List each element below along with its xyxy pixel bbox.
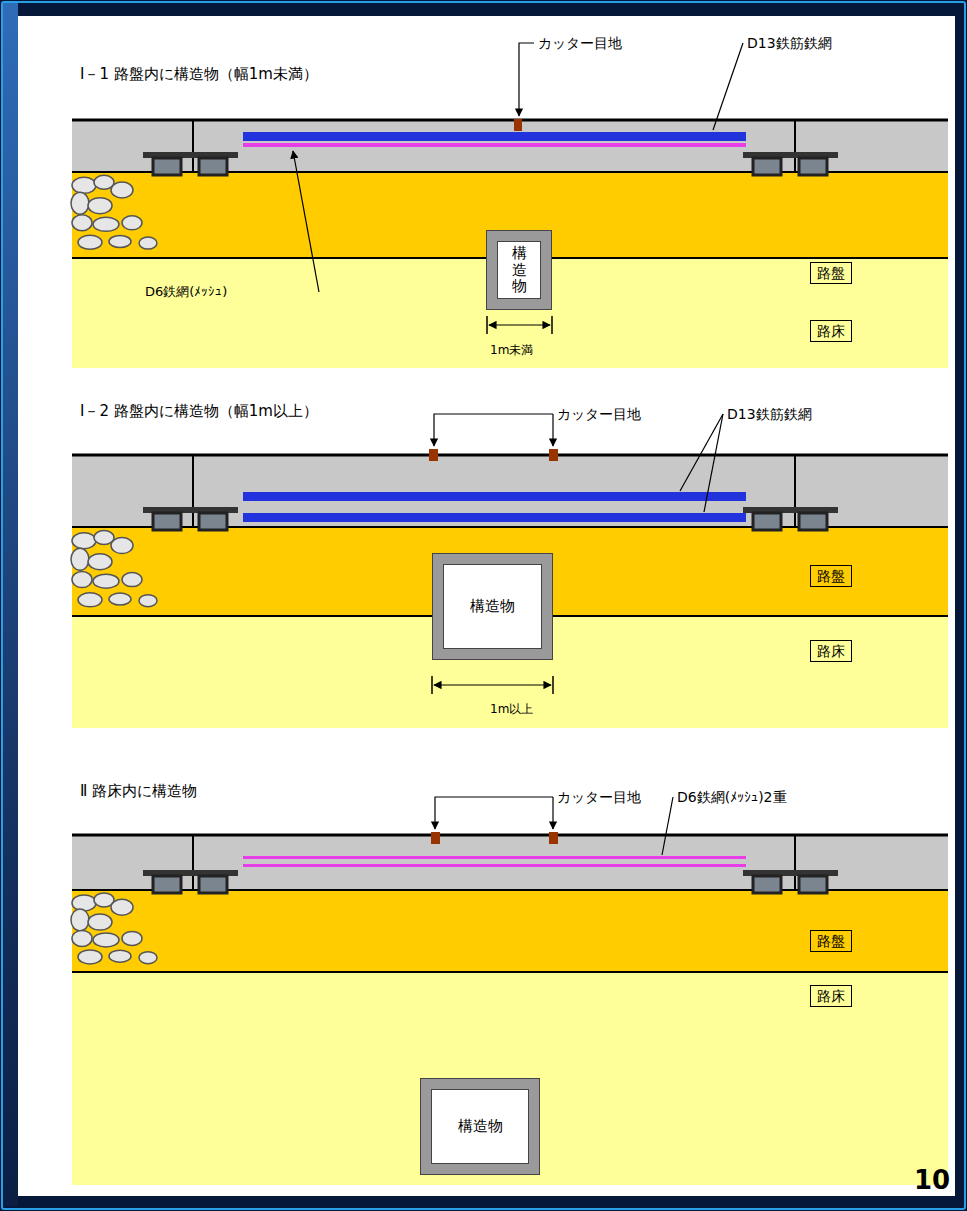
rubble-stone: [71, 192, 89, 214]
rubble-stone: [71, 548, 89, 570]
layer-label-box: 路床: [810, 985, 852, 1007]
rubble-stone: [139, 952, 157, 964]
rail-tie-group: [143, 152, 838, 893]
layer-label-box: 路床: [810, 320, 852, 342]
structure-label: 構造物: [470, 597, 515, 616]
tie-block: [153, 876, 181, 893]
rubble-stone: [78, 950, 102, 964]
rubble-stone: [111, 899, 133, 915]
callout-text: D6鉄網(ﾒｯｼｭ): [145, 285, 227, 300]
callout-text: D6鉄網(ﾒｯｼｭ)2重: [677, 789, 787, 805]
rubble-stone: [122, 931, 142, 945]
rubble-stone: [93, 217, 119, 231]
rubble-stone: [72, 215, 92, 231]
rubble-stone: [88, 198, 112, 214]
callout-text: カッター目地: [557, 406, 641, 422]
section-title: Ⅰ－2 路盤内に構造物（幅1m以上）: [80, 403, 318, 420]
structure-hollow: 構造物: [443, 564, 542, 649]
dimension-text: 1m未満: [490, 344, 533, 358]
tie-block: [799, 876, 827, 893]
section-title: Ⅱ 路床内に構造物: [80, 783, 197, 800]
structure-label: 構造物: [512, 245, 527, 295]
layer-label-box: 路盤: [810, 565, 852, 587]
structure-box: 構造物: [486, 230, 552, 310]
rubble-stone: [72, 177, 96, 193]
rubble-stone: [93, 574, 119, 588]
layer-label: 路盤: [817, 265, 845, 281]
rubble-stone: [88, 554, 112, 570]
rubble-group: [71, 175, 157, 964]
callout-text: D13鉄筋鉄網: [747, 35, 832, 51]
rubble-stone: [109, 236, 131, 248]
tie-block: [153, 158, 181, 175]
rubble-stone: [88, 914, 112, 930]
rubble-stone: [93, 933, 119, 947]
callout-text: カッター目地: [538, 35, 622, 51]
dimension-text: 1m以上: [490, 703, 533, 717]
rubble-stone: [111, 182, 133, 198]
tie-block: [753, 876, 781, 893]
layer-label: 路盤: [817, 568, 845, 584]
callout-text: D13鉄筋鉄網: [727, 406, 812, 422]
rubble-stone: [72, 895, 96, 911]
tie-block: [199, 876, 227, 893]
tie-block: [753, 158, 781, 175]
structure-hollow: 構造物: [431, 1089, 529, 1164]
tie-block: [753, 513, 781, 530]
rubble-stone: [139, 595, 157, 607]
tie-block: [199, 513, 227, 530]
section-title: Ⅰ－1 路盤内に構造物（幅1m未満）: [80, 66, 318, 83]
rubble-stone: [122, 573, 142, 587]
layer-label-box: 路盤: [810, 930, 852, 952]
rubble-stone: [139, 237, 157, 249]
rubble-stone: [72, 572, 92, 588]
rubble-stone: [78, 235, 102, 249]
tie-block: [153, 513, 181, 530]
section-2: [72, 414, 948, 728]
rubble-stone: [78, 593, 102, 607]
slide-strip: [3, 3, 18, 1206]
rubble-stone: [109, 593, 131, 605]
section-1: [72, 43, 948, 368]
rubble-stone: [109, 950, 131, 962]
section-3: [72, 797, 948, 1185]
rubble-stone: [111, 538, 133, 554]
rubble-stone: [94, 530, 114, 544]
rubble-stone: [71, 909, 89, 931]
rubble-stone: [72, 930, 92, 946]
callout-text: カッター目地: [557, 789, 641, 805]
layer-label: 路床: [817, 988, 845, 1004]
page-number: 10: [914, 1166, 950, 1196]
layer-label: 路盤: [817, 933, 845, 949]
rubble-stone: [72, 533, 96, 549]
layer-label-box: 路盤: [810, 262, 852, 284]
structure-label: 構造物: [458, 1117, 503, 1136]
tie-block: [799, 158, 827, 175]
structure-box: 構造物: [420, 1078, 540, 1175]
layer-label: 路床: [817, 323, 845, 339]
tie-block: [199, 158, 227, 175]
structure-box: 構造物: [432, 553, 553, 660]
structure-hollow: 構造物: [497, 241, 541, 299]
layer-label-box: 路床: [810, 640, 852, 662]
rubble-stone: [122, 216, 142, 230]
tie-block: [799, 513, 827, 530]
layer-label: 路床: [817, 643, 845, 659]
